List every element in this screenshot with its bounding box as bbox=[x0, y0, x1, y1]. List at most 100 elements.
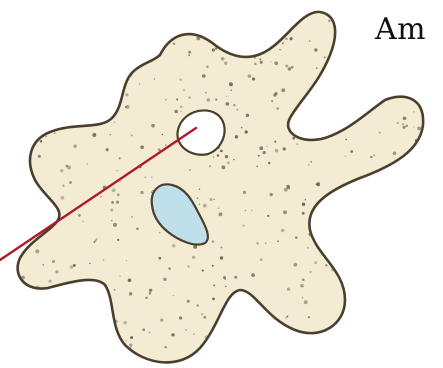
granule bbox=[335, 254, 337, 256]
granule bbox=[256, 166, 257, 167]
granule bbox=[274, 141, 276, 143]
granule bbox=[354, 68, 358, 72]
granule bbox=[380, 246, 382, 248]
amoeba-cytoplasm bbox=[18, 12, 424, 363]
granule bbox=[264, 322, 266, 324]
granule bbox=[285, 38, 288, 41]
granule bbox=[115, 320, 118, 323]
granule bbox=[356, 222, 357, 223]
granule bbox=[267, 215, 269, 217]
granule bbox=[245, 130, 248, 133]
granule bbox=[21, 276, 25, 280]
granule bbox=[73, 15, 76, 18]
granule bbox=[324, 56, 326, 58]
granule bbox=[317, 337, 318, 338]
granule bbox=[213, 199, 215, 201]
granule bbox=[415, 355, 417, 357]
granule bbox=[288, 12, 291, 15]
granule bbox=[408, 191, 409, 192]
granule bbox=[275, 149, 279, 153]
granule bbox=[130, 336, 133, 339]
granule bbox=[162, 134, 163, 135]
granule bbox=[374, 290, 376, 292]
granule bbox=[256, 242, 259, 245]
granule bbox=[81, 314, 83, 316]
granule bbox=[305, 199, 306, 200]
granule bbox=[285, 64, 288, 67]
granule bbox=[72, 74, 75, 77]
granule bbox=[53, 292, 55, 294]
granule bbox=[20, 353, 23, 356]
granule bbox=[280, 361, 282, 363]
granule bbox=[111, 201, 114, 204]
granule bbox=[262, 11, 264, 13]
granule bbox=[233, 104, 236, 107]
granule bbox=[84, 72, 88, 76]
granule bbox=[119, 275, 121, 277]
granule bbox=[45, 136, 47, 138]
granule bbox=[402, 287, 405, 290]
granule bbox=[183, 89, 185, 91]
granule bbox=[187, 300, 190, 303]
granule bbox=[272, 41, 274, 43]
granule bbox=[419, 14, 421, 16]
granule bbox=[140, 191, 143, 194]
granule bbox=[225, 155, 228, 158]
granule bbox=[149, 332, 151, 334]
granule bbox=[131, 134, 133, 136]
granule bbox=[114, 122, 116, 124]
granule bbox=[95, 337, 98, 340]
granule bbox=[226, 96, 227, 97]
granule bbox=[212, 240, 215, 243]
granule bbox=[220, 150, 223, 153]
granule bbox=[243, 225, 245, 227]
granule bbox=[233, 341, 234, 342]
granule bbox=[179, 316, 182, 319]
granule bbox=[327, 112, 328, 113]
granule bbox=[256, 23, 259, 26]
granule bbox=[397, 12, 399, 14]
granule bbox=[28, 65, 31, 68]
granule bbox=[407, 256, 409, 258]
granule bbox=[339, 59, 341, 61]
granule bbox=[31, 88, 35, 92]
granule bbox=[26, 119, 29, 122]
granule bbox=[123, 321, 126, 324]
granule bbox=[310, 161, 312, 163]
granule bbox=[288, 67, 292, 71]
granule bbox=[188, 54, 190, 56]
granule bbox=[92, 12, 93, 13]
granule bbox=[376, 224, 378, 226]
granule bbox=[42, 264, 44, 266]
granule bbox=[387, 275, 389, 277]
granule bbox=[212, 265, 214, 267]
granule bbox=[274, 92, 277, 95]
granule bbox=[259, 146, 263, 150]
granule bbox=[235, 135, 238, 138]
granule bbox=[116, 343, 118, 345]
granule bbox=[290, 12, 292, 14]
granule bbox=[188, 96, 190, 98]
granule bbox=[189, 169, 191, 171]
granule bbox=[244, 19, 246, 21]
granule bbox=[293, 342, 295, 344]
granule bbox=[138, 55, 140, 57]
granule bbox=[203, 316, 206, 319]
granule bbox=[100, 339, 103, 342]
granule bbox=[218, 208, 220, 210]
granule bbox=[420, 160, 424, 164]
granule bbox=[114, 289, 116, 291]
granule bbox=[89, 263, 91, 265]
granule bbox=[160, 17, 162, 19]
granule bbox=[129, 292, 132, 295]
granule bbox=[92, 133, 96, 137]
granule bbox=[70, 265, 74, 269]
granule bbox=[314, 118, 316, 120]
granule bbox=[417, 173, 418, 174]
granule bbox=[421, 21, 424, 24]
granule bbox=[316, 67, 318, 69]
granule bbox=[110, 134, 112, 136]
granule bbox=[171, 333, 174, 336]
granule bbox=[286, 315, 288, 317]
granule bbox=[164, 346, 166, 348]
